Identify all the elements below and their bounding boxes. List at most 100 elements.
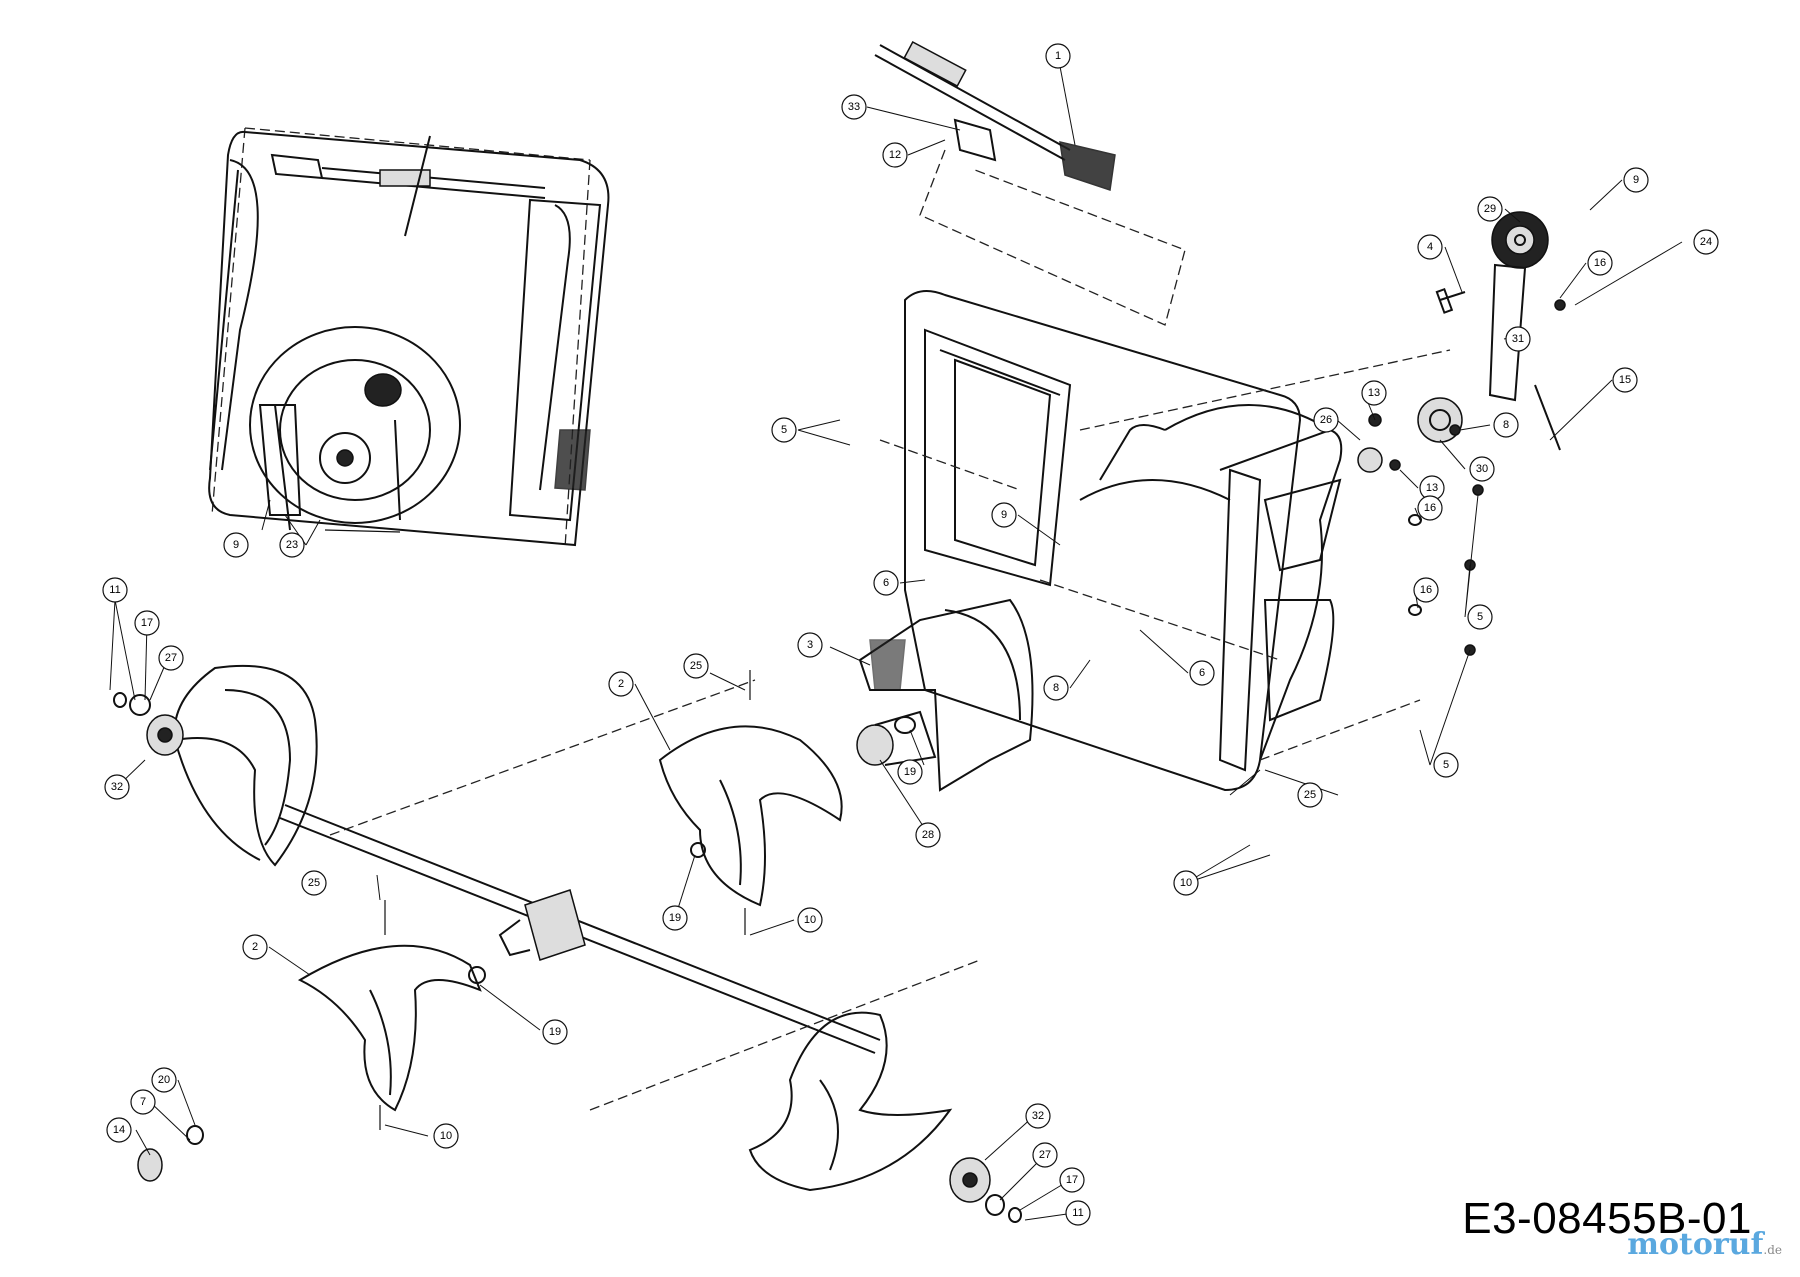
callout-circle	[797, 632, 823, 658]
callout-c-9b: 9	[991, 502, 1017, 528]
callout-circle	[1173, 870, 1199, 896]
callout-label: 5	[1443, 759, 1449, 771]
callout-label: 25	[690, 660, 702, 672]
callout-circle	[433, 1123, 459, 1149]
callout-c-12: 12	[882, 142, 908, 168]
callout-circle	[915, 822, 941, 848]
callout-label: 16	[1594, 257, 1606, 269]
callout-c-5b: 5	[1467, 604, 1493, 630]
callout-label: 30	[1476, 463, 1488, 475]
callout-label: 19	[549, 1026, 561, 1038]
callout-label: 14	[113, 1124, 125, 1136]
callout-circle	[991, 502, 1017, 528]
callout-circle	[1065, 1200, 1091, 1226]
callout-circle	[1587, 250, 1613, 276]
callout-circle	[1032, 1142, 1058, 1168]
callout-circle	[1043, 675, 1069, 701]
callout-c-28: 28	[915, 822, 941, 848]
callout-circle	[1493, 412, 1519, 438]
callout-label: 15	[1619, 374, 1631, 386]
callout-circle	[873, 570, 899, 596]
callout-circle	[151, 1067, 177, 1093]
callout-c-17b: 17	[1059, 1167, 1085, 1193]
drawing-number: E3-08455B-01	[1462, 1194, 1752, 1243]
callout-label: 9	[1633, 174, 1639, 186]
callout-circle	[223, 532, 249, 558]
callout-c-7: 7	[130, 1089, 156, 1115]
callout-circle	[134, 610, 160, 636]
callout-label: 29	[1484, 203, 1496, 215]
callout-label: 2	[618, 678, 624, 690]
callout-c-8a: 8	[1493, 412, 1519, 438]
callout-label: 2	[252, 941, 258, 953]
callout-c-5c: 5	[1433, 752, 1459, 778]
callout-label: 10	[804, 914, 816, 926]
callout-c-20: 20	[151, 1067, 177, 1093]
callout-label: 13	[1426, 482, 1438, 494]
callout-circle	[542, 1019, 568, 1045]
callout-circle	[104, 774, 130, 800]
callout-c-4: 4	[1417, 234, 1443, 260]
callout-c-1: 1	[1045, 43, 1071, 69]
callout-label: 11	[109, 584, 120, 596]
watermark-logo: motoruf.de	[1627, 1227, 1782, 1262]
callout-circle	[841, 94, 867, 120]
callout-c-10c: 10	[433, 1123, 459, 1149]
callout-label: 32	[111, 781, 123, 793]
callout-circle	[1469, 456, 1495, 482]
callout-circle	[1189, 660, 1215, 686]
callout-circle	[130, 1089, 156, 1115]
callout-c-23: 23	[279, 532, 305, 558]
callout-c-16a: 16	[1587, 250, 1613, 276]
callout-c-16c: 16	[1413, 577, 1439, 603]
callout-circle	[102, 577, 128, 603]
callout-circle	[797, 907, 823, 933]
callout-c-9a: 9	[1623, 167, 1649, 193]
callout-c-6a: 6	[873, 570, 899, 596]
callout-label: 6	[1199, 667, 1205, 679]
callout-label: 16	[1424, 502, 1436, 514]
callout-label: 27	[165, 652, 177, 664]
callout-label: 4	[1427, 241, 1433, 253]
callout-circle	[158, 645, 184, 671]
callout-label: 19	[669, 912, 681, 924]
callout-label: 9	[233, 539, 239, 551]
callout-circle	[771, 417, 797, 443]
callout-c-25b: 25	[1297, 782, 1323, 808]
callout-circle	[1025, 1103, 1051, 1129]
callout-circle	[1297, 782, 1323, 808]
callout-c-19b: 19	[662, 905, 688, 931]
pulley-bracket-assembly	[1357, 211, 1566, 656]
callout-label: 26	[1320, 414, 1332, 426]
callout-label: 9	[1001, 509, 1007, 521]
callout-circle	[662, 905, 688, 931]
chute-crank-shaft	[874, 40, 1186, 326]
callout-circle	[608, 671, 634, 697]
callout-circle	[1693, 229, 1719, 255]
callout-label: 7	[140, 1096, 146, 1108]
impeller	[856, 598, 1034, 792]
callout-label: 23	[286, 539, 298, 551]
callout-c-5a: 5	[771, 417, 797, 443]
callout-c-11a: 11	[102, 577, 128, 603]
callout-c-25a: 25	[683, 653, 709, 679]
callout-circle	[1623, 167, 1649, 193]
callout-c-2a: 2	[608, 671, 634, 697]
callout-label: 16	[1420, 584, 1432, 596]
callout-label: 3	[807, 639, 813, 651]
callout-c-10b: 10	[797, 907, 823, 933]
callout-label: 25	[308, 877, 320, 889]
callout-label: 31	[1512, 333, 1524, 345]
callout-circle	[1505, 326, 1531, 352]
auger-housing	[879, 290, 1451, 792]
auger-assembly	[113, 664, 1022, 1223]
callout-label: 10	[1180, 877, 1192, 889]
callout-c-32a: 32	[104, 774, 130, 800]
callout-label: 33	[848, 101, 860, 113]
callout-circle	[279, 532, 305, 558]
callout-c-31: 31	[1505, 326, 1531, 352]
callout-circle	[1417, 495, 1443, 521]
